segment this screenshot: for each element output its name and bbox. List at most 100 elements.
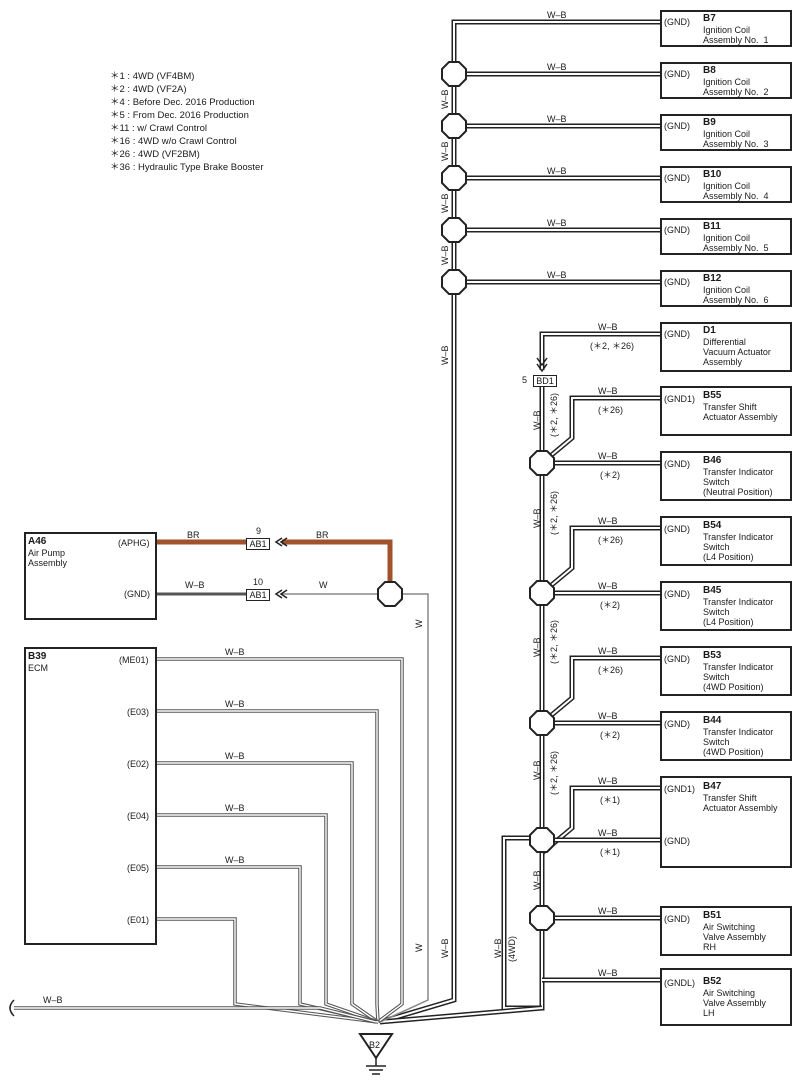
wire-ecm-0 bbox=[157, 657, 404, 1024]
ground-b2-label: B2 bbox=[369, 1040, 381, 1050]
splice-coil-3 bbox=[441, 217, 467, 243]
vwire-label-b45-b53: W–B bbox=[532, 637, 542, 657]
wire-label-b8: W–B bbox=[547, 62, 567, 72]
connector-bd1: BD1 bbox=[533, 375, 557, 387]
component-b46 bbox=[660, 451, 792, 501]
variant-d1: (＊2, ＊26) bbox=[590, 341, 635, 351]
wire-a46-w-to-ground bbox=[379, 593, 429, 1023]
b51-pin-gnd: (GND) bbox=[664, 914, 690, 924]
bd1-arrow bbox=[536, 357, 548, 373]
wire-ecm-3-core bbox=[157, 814, 379, 1023]
b39-pin-e03: (E03) bbox=[127, 707, 150, 717]
b10-name: Ignition Coil Assembly No. 4 bbox=[703, 181, 769, 201]
component-a46 bbox=[24, 532, 157, 620]
note-2: ＊2 : 4WD (VF2A) bbox=[110, 84, 187, 95]
b9-id: B9 bbox=[703, 117, 716, 128]
b8-name: Ignition Coil Assembly No. 2 bbox=[703, 77, 769, 97]
wire-external-break bbox=[9, 999, 15, 1017]
wire-b53-core bbox=[541, 657, 660, 724]
variant-b55: (＊26) bbox=[598, 405, 624, 415]
component-b51 bbox=[660, 906, 792, 956]
ground-b2-triangle bbox=[358, 1033, 394, 1060]
variant-b44: (＊2) bbox=[600, 730, 620, 740]
component-b9 bbox=[660, 114, 792, 151]
wire-label-b54: W–B bbox=[598, 516, 618, 526]
splice-transfer-0 bbox=[529, 450, 555, 476]
component-b52 bbox=[660, 968, 792, 1026]
wire-label-e02: W–B bbox=[225, 751, 245, 761]
wire-external-core bbox=[14, 1007, 377, 1023]
wire-b55-core bbox=[541, 397, 660, 464]
b10-pin-gnd: (GND) bbox=[664, 173, 690, 183]
wire-label-b44: W–B bbox=[598, 711, 618, 721]
b12-name: Ignition Coil Assembly No. 6 bbox=[703, 285, 769, 305]
wire-ecm-2-core bbox=[157, 762, 379, 1023]
wire-label-b47-gnd1: W–B bbox=[598, 776, 618, 786]
b44-name: Transfer Indicator Switch (4WD Position) bbox=[703, 727, 774, 757]
b54-name: Transfer Indicator Switch (L4 Position) bbox=[703, 532, 774, 562]
b45-name: Transfer Indicator Switch (L4 Position) bbox=[703, 597, 774, 627]
component-b10 bbox=[660, 166, 792, 203]
wire-transfer-to-ground-core bbox=[379, 1007, 543, 1023]
wire-label-b46: W–B bbox=[598, 451, 618, 461]
vwire-variant-4: (＊2, ＊26) bbox=[549, 750, 559, 795]
wire-label-b11: W–B bbox=[547, 218, 567, 228]
vwire-label-4: W–B bbox=[440, 245, 450, 265]
wire-label-b10: W–B bbox=[547, 166, 567, 176]
note-11: ＊11 : w/ Crawl Control bbox=[110, 123, 207, 134]
component-b39 bbox=[24, 647, 157, 945]
b7-id: B7 bbox=[703, 13, 716, 24]
wire-transfer-trunk-core bbox=[503, 387, 543, 1009]
wire-label-b12: W–B bbox=[547, 270, 567, 280]
ground-symbol bbox=[366, 1058, 386, 1075]
b55-name: Transfer Shift Actuator Assembly bbox=[703, 402, 778, 422]
wire-label-b52: W–B bbox=[598, 968, 618, 978]
b51-name: Air Switching Valve Assembly RH bbox=[703, 922, 766, 952]
b39-pin-e01: (E01) bbox=[127, 915, 150, 925]
wire-label-e04: W–B bbox=[225, 803, 245, 813]
wire-b54-core bbox=[541, 527, 660, 594]
d1-name: Differential Vacuum Actuator Assembly bbox=[703, 337, 771, 367]
b44-id: B44 bbox=[703, 715, 722, 726]
b8-id: B8 bbox=[703, 65, 716, 76]
connector-ab1-pin-10: 10 bbox=[253, 577, 264, 587]
b9-name: Ignition Coil Assembly No. 3 bbox=[703, 129, 769, 149]
wire-ecm-1-core bbox=[157, 710, 379, 1023]
wire-label-b45: W–B bbox=[598, 581, 618, 591]
b11-id: B11 bbox=[703, 221, 721, 232]
wire-d1-core bbox=[541, 333, 660, 370]
b39-pin-e04: (E04) bbox=[127, 811, 150, 821]
wire-label-external: W–B bbox=[43, 995, 63, 1005]
note-36: ＊36 : Hydraulic Type Brake Booster bbox=[110, 162, 264, 173]
splice-transfer-3 bbox=[529, 827, 555, 853]
b46-pin-gnd: (GND) bbox=[664, 459, 690, 469]
b39-pin-e05: (E05) bbox=[127, 863, 150, 873]
wire-label-b55: W–B bbox=[598, 386, 618, 396]
b10-id: B10 bbox=[703, 169, 722, 180]
component-b12 bbox=[660, 270, 792, 307]
wire-ecm-2 bbox=[157, 761, 379, 1024]
b46-id: B46 bbox=[703, 455, 722, 466]
wire-label-a46-gnd-left: W–B bbox=[185, 580, 205, 590]
d1-id: D1 bbox=[703, 325, 716, 336]
connector-ab1-br: AB1 bbox=[246, 538, 270, 550]
b47-pin-gnd1: (GND1) bbox=[664, 784, 695, 794]
splice-coil-4 bbox=[441, 269, 467, 295]
b44-pin-gnd: (GND) bbox=[664, 719, 690, 729]
vwire-label-5: W–B bbox=[440, 345, 450, 365]
variant-b47-gnd1: (＊1) bbox=[600, 795, 620, 805]
component-b47 bbox=[660, 776, 792, 868]
vwire-label-1: W–B bbox=[440, 89, 450, 109]
vwire-label-b46-b54: W–B bbox=[532, 508, 542, 528]
b39-id: B39 bbox=[28, 651, 47, 662]
wire-label-a46-br-left: BR bbox=[187, 530, 200, 540]
vwire-label-bd1: W–B bbox=[532, 410, 542, 430]
note-5: ＊5 : From Dec. 2016 Production bbox=[110, 110, 249, 121]
splice-coil-0 bbox=[441, 61, 467, 87]
b11-name: Ignition Coil Assembly No. 5 bbox=[703, 233, 769, 253]
splice-transfer-1 bbox=[529, 580, 555, 606]
vwire-label-4wd: (4WD) bbox=[507, 936, 517, 962]
vwire-label-a46-w2: W bbox=[414, 943, 424, 953]
